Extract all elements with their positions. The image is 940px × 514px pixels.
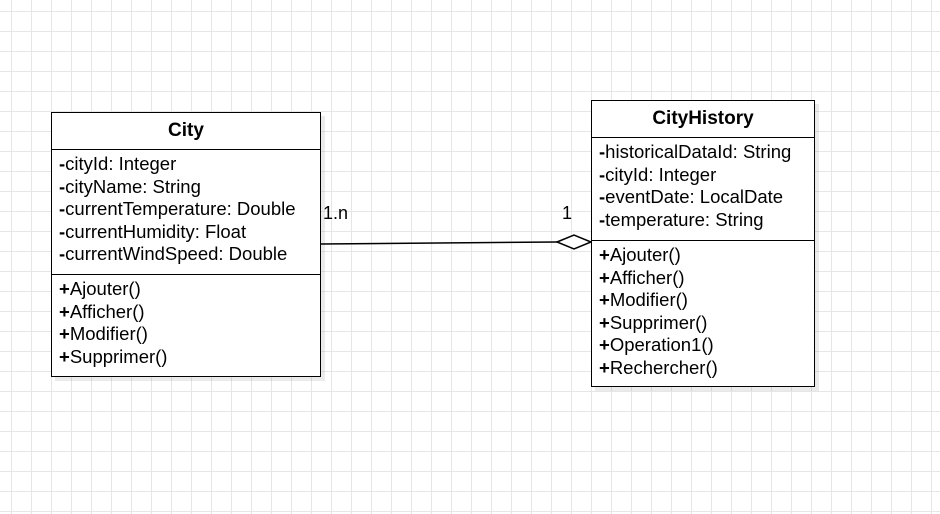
operation-item[interactable]: +Modifier() [599,289,814,312]
operation-item[interactable]: +Operation1() [599,334,814,357]
attribute-item[interactable]: -historicalDataId: String [599,141,814,164]
visibility-marker: + [59,300,70,322]
multiplicity-city: 1.n [323,203,349,223]
operation-text: Rechercher() [609,356,718,378]
class-name: CityHistory [592,101,814,138]
visibility-marker: + [599,311,610,333]
operations-section: +Ajouter()+Afficher()+Modifier()+Supprim… [52,275,320,372]
operations-section: +Ajouter()+Afficher()+Modifier()+Supprim… [592,241,814,383]
visibility-marker: - [59,243,66,264]
attribute-item[interactable]: -currentWindSpeed: Double [59,243,320,266]
visibility-marker: - [59,175,66,197]
operation-item[interactable]: +Ajouter() [59,278,320,301]
visibility-marker: + [59,345,70,367]
operation-text: Operation1() [609,334,714,355]
operation-item[interactable]: +Supprimer() [599,312,814,335]
attribute-text: historicalDataId: String [605,141,792,162]
attribute-text: currentWindSpeed: Double [65,243,288,264]
attribute-item[interactable]: -cityId: Integer [59,153,320,176]
visibility-marker: - [59,198,66,219]
multiplicity-cityhistory: 1 [562,203,573,223]
attribute-text: cityId: Integer [605,163,717,185]
visibility-marker: + [59,278,70,299]
visibility-marker: + [59,323,70,344]
association-line[interactable] [320,241,558,245]
attributes-section: -cityId: Integer-cityName: String-curren… [52,150,320,275]
operation-text: Supprimer() [609,311,708,333]
operation-item[interactable]: +Modifier() [59,323,320,346]
attribute-text: currentHumidity: Float [65,220,247,242]
visibility-marker: - [599,141,606,162]
class-name: City [52,113,320,150]
visibility-marker: - [599,208,606,230]
attributes-section: -historicalDataId: String-cityId: Intege… [592,138,814,241]
attribute-item[interactable]: -cityName: String [59,176,320,199]
attribute-item[interactable]: -eventDate: LocalDate [599,186,814,209]
operation-item[interactable]: +Ajouter() [599,244,814,267]
operation-item[interactable]: +Afficher() [599,267,814,290]
operation-text: Afficher() [609,266,685,288]
operation-text: Modifier() [69,323,148,344]
attribute-text: temperature: String [605,208,764,230]
operation-item[interactable]: +Afficher() [59,301,320,324]
class-city[interactable]: City -cityId: Integer-cityName: String-c… [51,112,321,377]
visibility-marker: + [599,356,610,378]
attribute-item[interactable]: -cityId: Integer [599,164,814,187]
attribute-text: cityId: Integer [65,153,177,174]
operation-item[interactable]: +Rechercher() [599,357,814,380]
visibility-marker: - [599,186,606,207]
visibility-marker: - [599,163,606,185]
visibility-marker: + [599,334,610,355]
visibility-marker: + [599,266,610,288]
aggregation-diamond [555,234,593,250]
attribute-text: currentTemperature: Double [65,198,296,219]
visibility-marker: + [599,289,610,310]
operation-text: Supprimer() [69,345,168,367]
visibility-marker: - [59,220,66,242]
attribute-item[interactable]: -currentTemperature: Double [59,198,320,221]
visibility-marker: + [599,244,610,265]
attribute-text: cityName: String [65,175,201,197]
class-cityhistory[interactable]: CityHistory -historicalDataId: String-ci… [591,100,815,387]
operation-text: Afficher() [69,300,145,322]
attribute-item[interactable]: -currentHumidity: Float [59,221,320,244]
operation-text: Ajouter() [609,244,681,265]
operation-text: Ajouter() [69,278,141,299]
visibility-marker: - [59,153,66,174]
attribute-item[interactable]: -temperature: String [599,209,814,232]
operation-text: Modifier() [609,289,688,310]
attribute-text: eventDate: LocalDate [605,186,784,207]
operation-item[interactable]: +Supprimer() [59,346,320,369]
